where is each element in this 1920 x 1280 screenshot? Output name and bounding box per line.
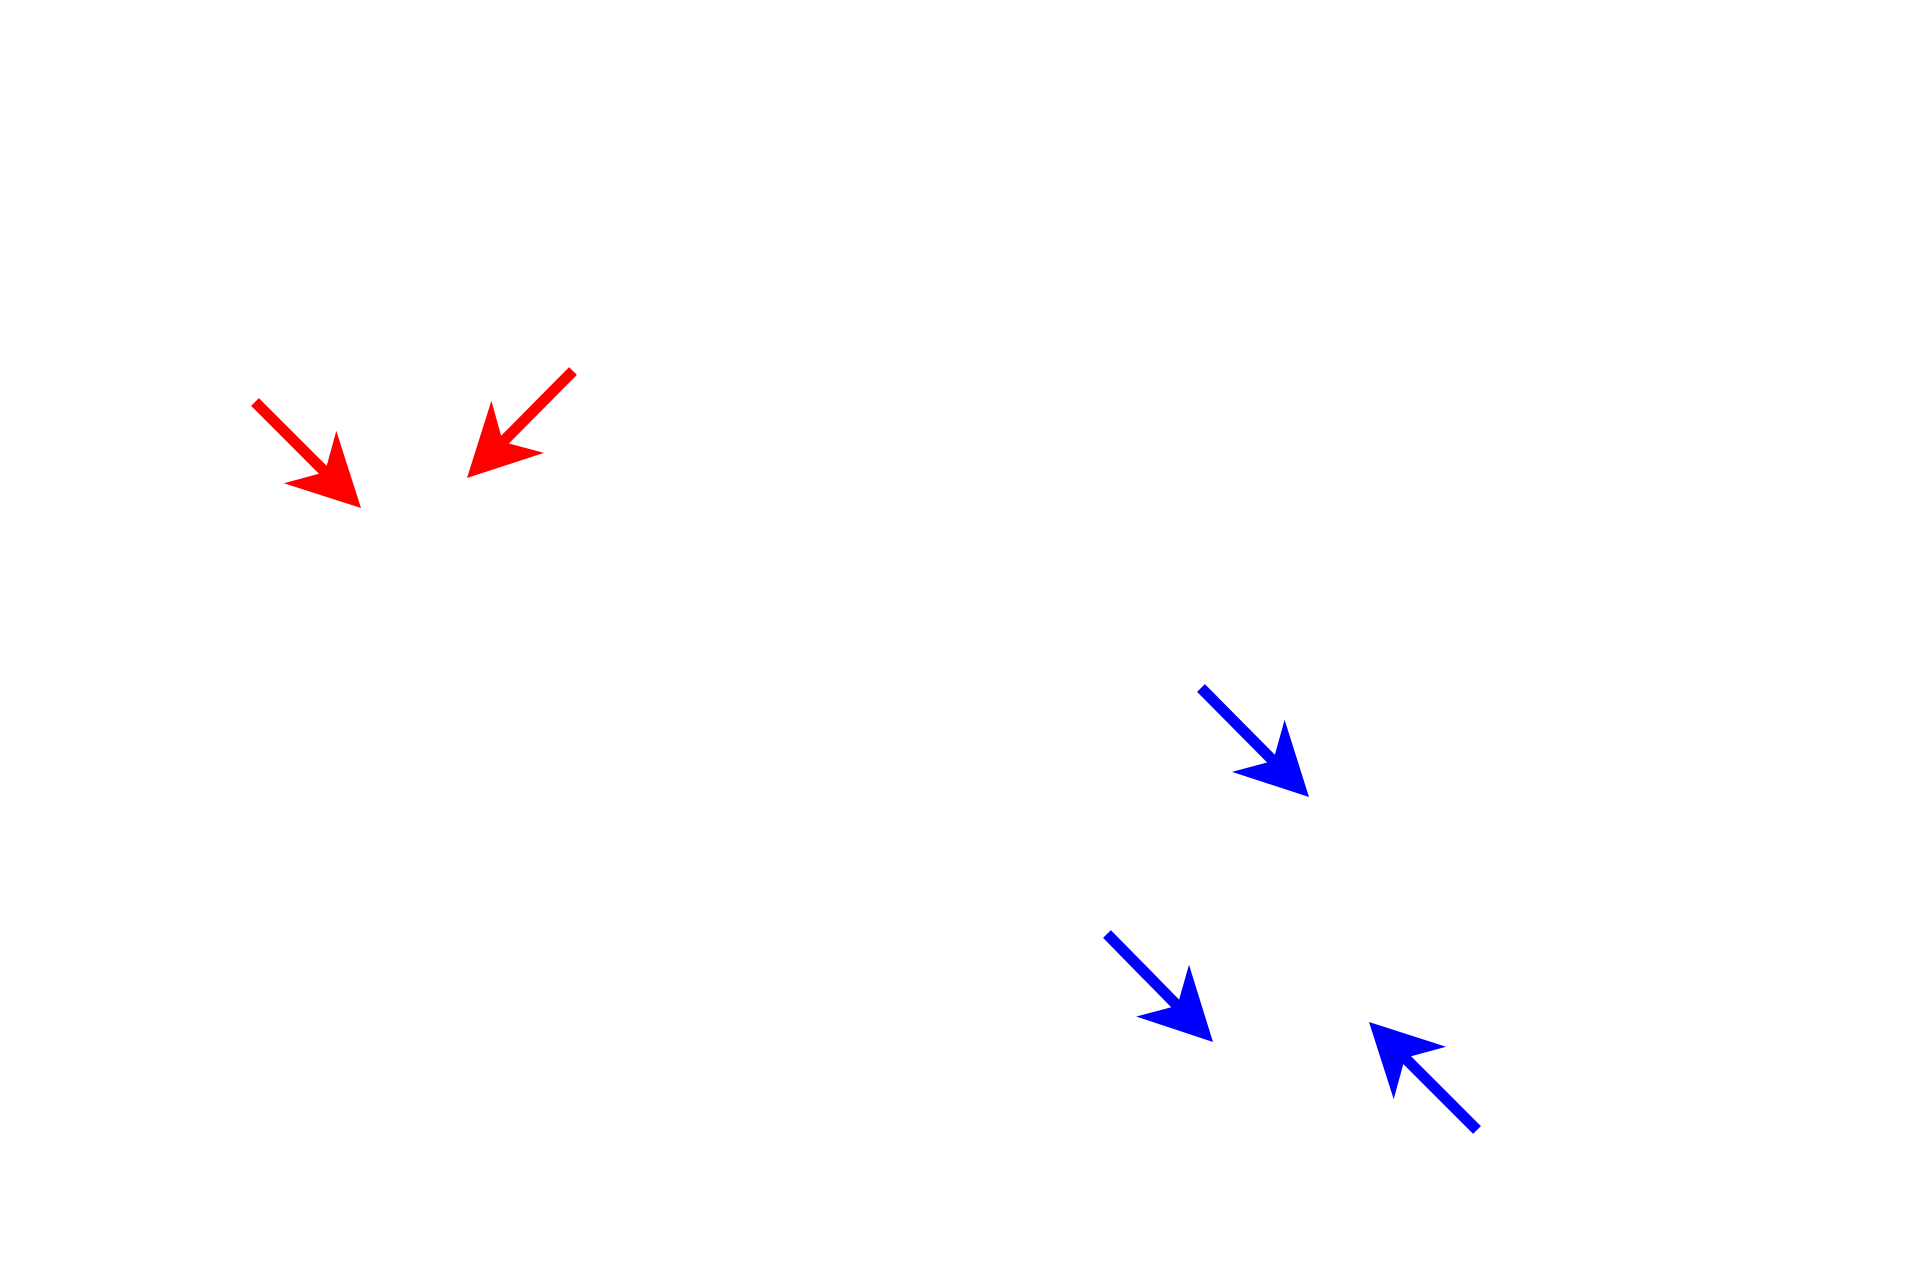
arrow-down-left-icon (467, 367, 577, 478)
arrow-down-right-icon (1103, 930, 1213, 1042)
arrow-down-right-icon (1197, 684, 1309, 797)
arrow-up-left-icon (1369, 1022, 1481, 1134)
arrow-down-right-icon (251, 398, 361, 508)
